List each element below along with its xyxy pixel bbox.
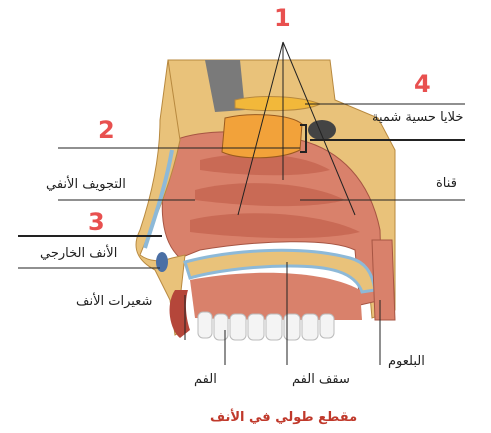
label-external-nose: الأنف الخارجي [40,246,117,261]
label-mouth: الفم [194,372,217,387]
number-2: 2 [98,116,115,144]
nostril [156,252,168,272]
label-palate: سقف الفم [292,372,350,387]
number-3: 3 [88,208,105,236]
oral-cavity [190,273,362,320]
label-olfactory-cells: خلايا حسية شمية [372,110,463,125]
label-canal: قناة [436,176,457,191]
label-nose-hairs: شعيرات الأنف [76,294,152,309]
number-1: 1 [274,4,291,32]
label-pharynx: البلعوم [388,354,425,369]
label-nasal-cavity: التجويف الأنفي [46,177,126,192]
number-4: 4 [414,70,431,98]
pharynx-wall [372,240,395,320]
figure-caption: مقطع طولي في الأنف [210,410,357,425]
upper-lip [170,290,190,338]
